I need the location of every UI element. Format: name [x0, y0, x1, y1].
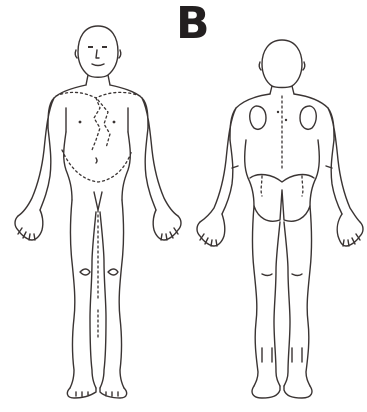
front-face [75, 46, 121, 66]
front-left-arm [18, 98, 54, 216]
back-left-leg [253, 206, 259, 386]
front-sternum [92, 98, 100, 150]
front-knees [80, 269, 118, 275]
front-feet [67, 388, 126, 398]
back-right-leg [306, 206, 312, 386]
front-right-arm [142, 98, 178, 216]
front-right-leg [119, 200, 124, 388]
back-left-arm [200, 108, 236, 222]
back-head [262, 40, 302, 88]
back-right-arm [328, 108, 360, 222]
front-waist [62, 150, 132, 182]
front-left-leg [70, 200, 75, 388]
back-feet [252, 386, 312, 398]
panel-label: B [176, 2, 210, 46]
front-head [78, 26, 118, 77]
back-left-hand [197, 214, 225, 246]
back-figure [197, 40, 363, 398]
back-scapulae [250, 106, 317, 129]
back-right-hand [337, 214, 363, 246]
front-figure [15, 26, 181, 398]
front-torso [48, 85, 148, 128]
back-buttocks [250, 175, 314, 222]
front-clavicle [56, 92, 140, 98]
